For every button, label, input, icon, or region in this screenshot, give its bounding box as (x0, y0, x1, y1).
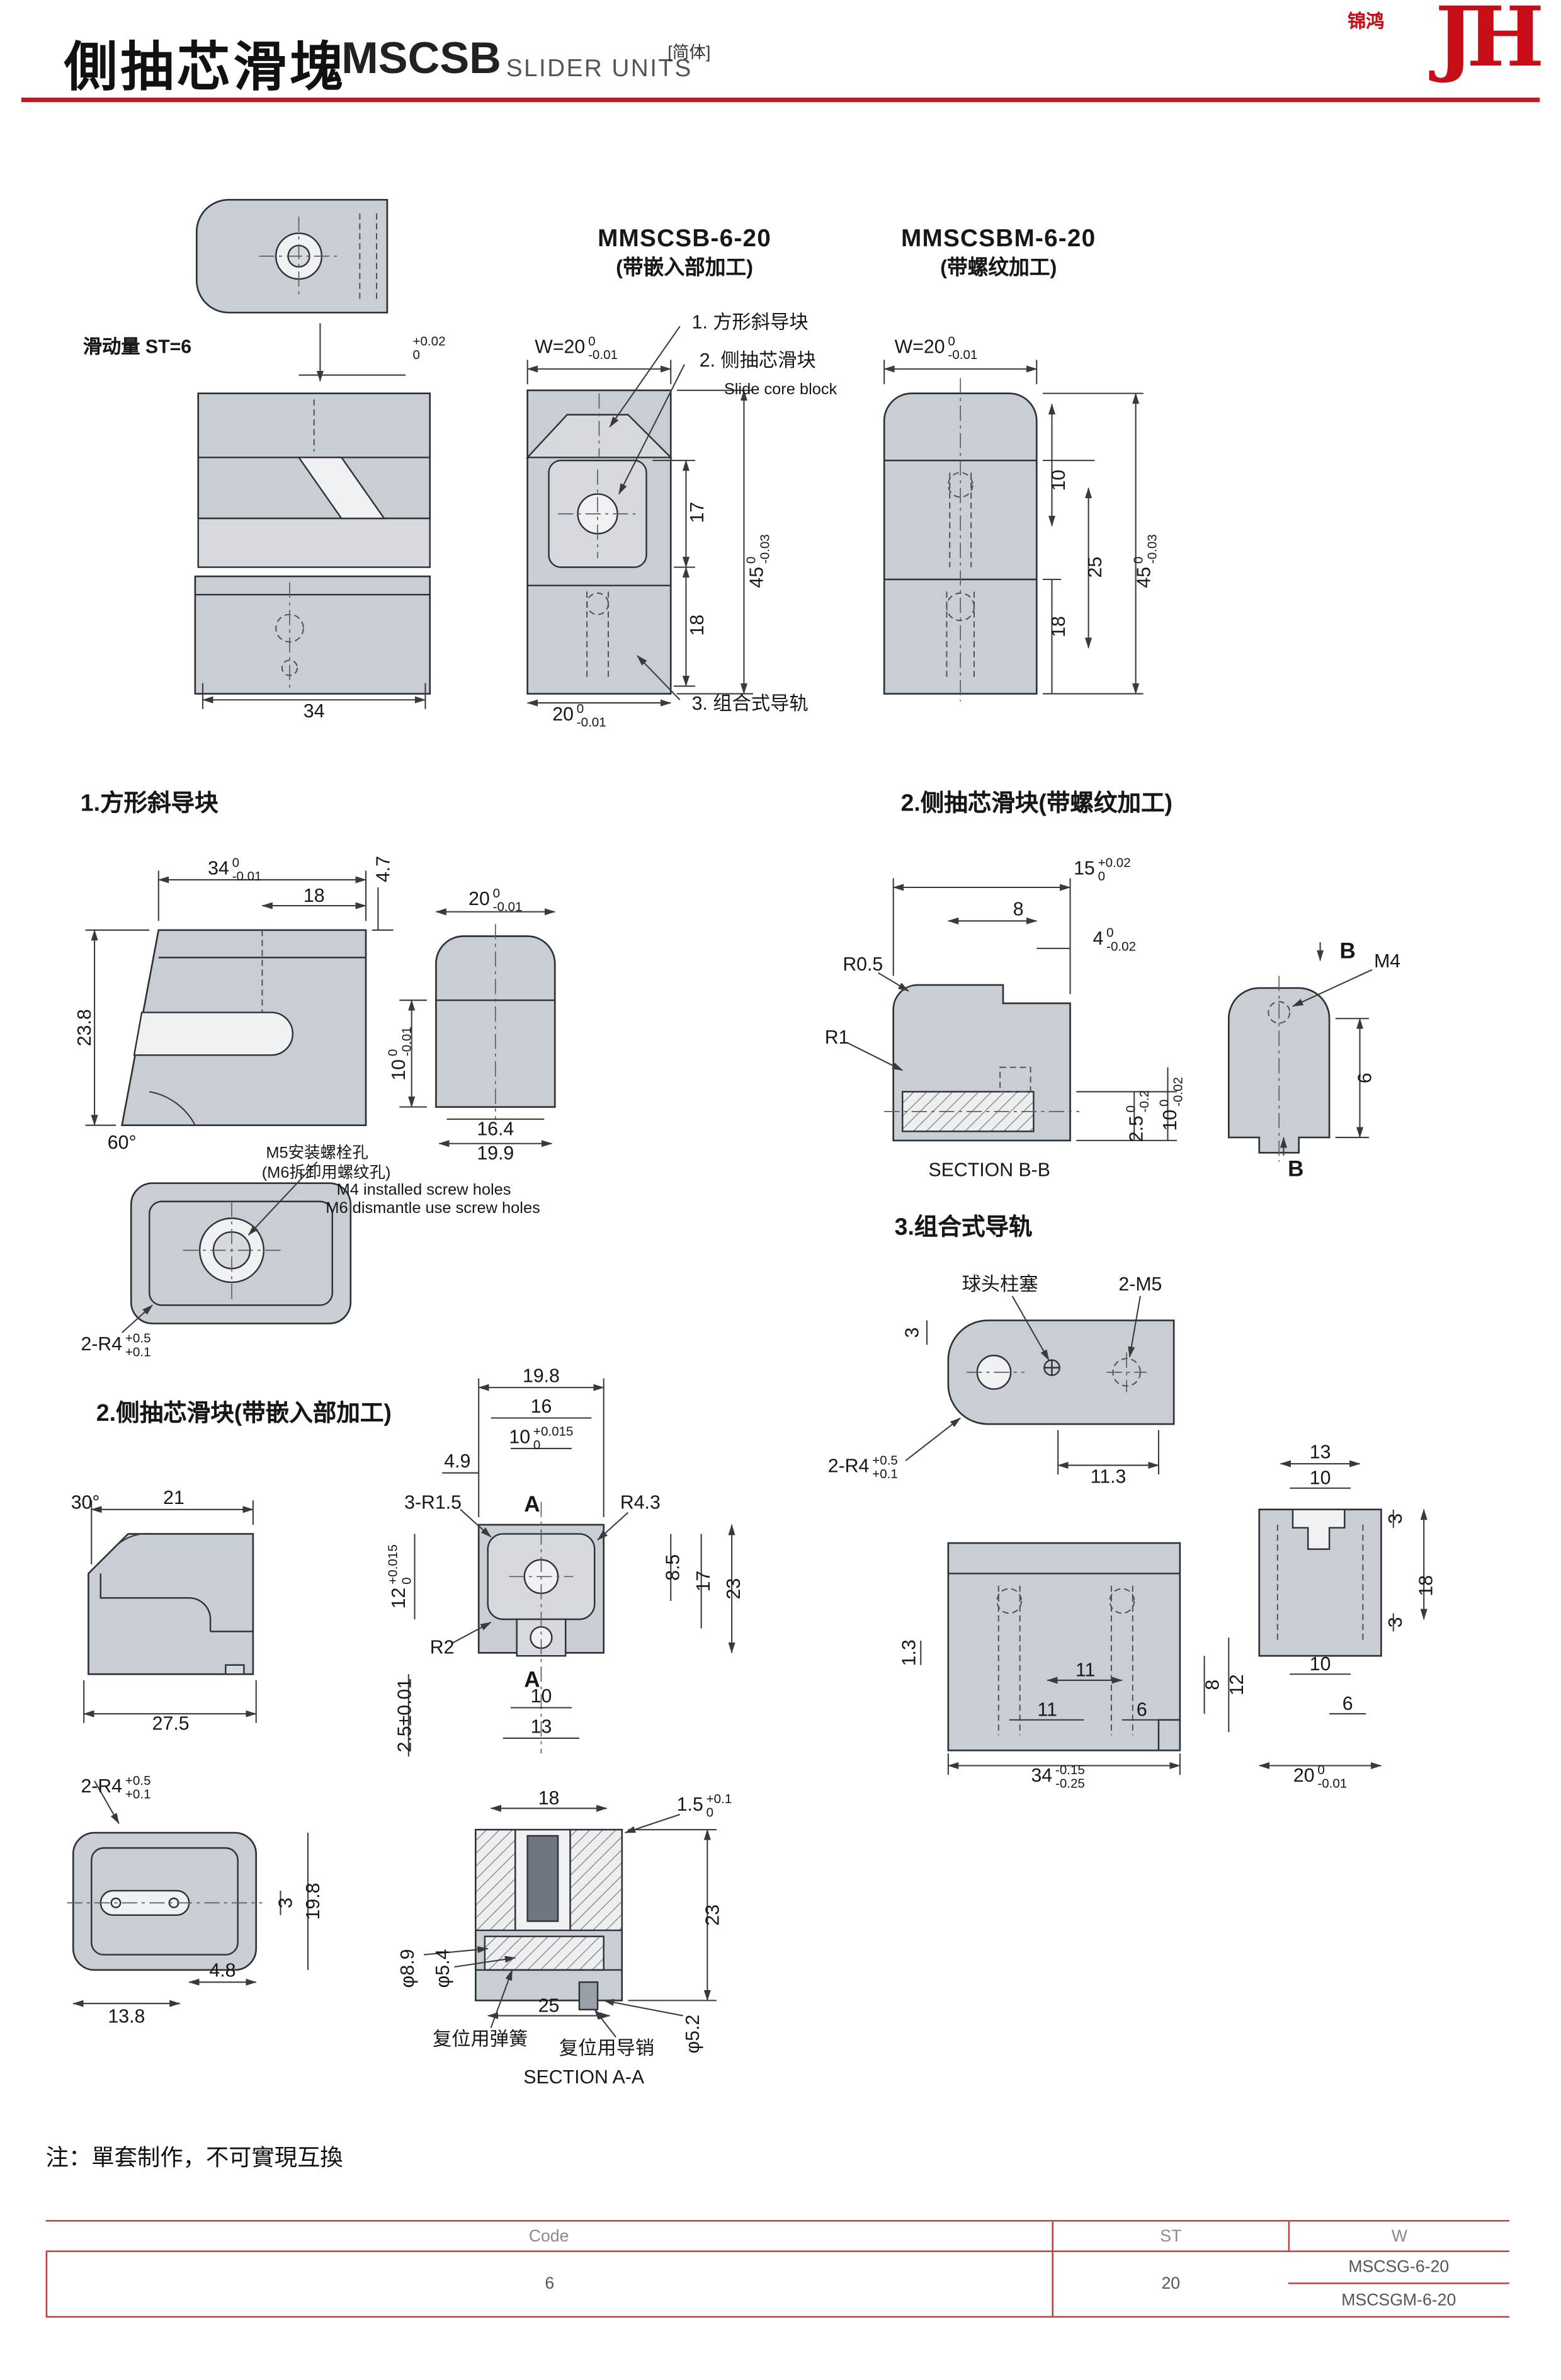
view-topleft-front (197, 323, 431, 568)
view-topleft-bottom (194, 575, 431, 709)
table-header-st: ST (1052, 2221, 1288, 2252)
table-cell-code-1: MSCSG-6-20 (1288, 2252, 1509, 2284)
jh-logo: 锦鸿 JH (1348, 0, 1544, 94)
view-topleft-top (195, 198, 389, 314)
view-sq-wedge-front (85, 870, 394, 1127)
table-cell-st-value: 6 (45, 2252, 1052, 2316)
footer-note: 注：單套制作，不可實現互換 (45, 2145, 343, 2172)
lang-tag: [简体] (667, 44, 711, 63)
spec-table: Code ST W MSCSG-6-20 6 20 MSCSGM-6-20 (45, 2219, 1509, 2318)
view-insert-plate (67, 1780, 309, 2007)
view-slideblock-threaded (847, 878, 1178, 1142)
view-mmscsb (525, 326, 753, 707)
view-rail-front (920, 1542, 1230, 1775)
table-header-w: W (1288, 2221, 1509, 2252)
table-cell-w-value: 20 (1052, 2252, 1288, 2316)
view-rail-plan (905, 1295, 1175, 1475)
view-slideblock-threaded-sectionB (1227, 942, 1373, 1162)
view-insert-sectionAA (423, 1804, 717, 2038)
jh-logo-cn-text: 锦鸿 (1348, 10, 1385, 32)
page-subtitle: SLIDER UNITS (506, 56, 693, 83)
table-header-code: Code (45, 2221, 1052, 2252)
table-cell-code-2: MSCSGM-6-20 (1341, 2291, 1456, 2309)
page-title-cn: 側抽芯滑塊 (64, 38, 346, 98)
view-insert-front (407, 1378, 735, 1757)
view-insert-side (83, 1500, 257, 1723)
page-title-model: MSCSB (341, 35, 501, 84)
view-sq-wedge-side (399, 908, 556, 1147)
view-rail-side (1258, 1460, 1428, 1770)
header-rule (21, 97, 1540, 103)
view-mmscsbm (883, 360, 1144, 702)
view-sq-wedge-plan (121, 1161, 352, 1333)
jh-logo-mark: JH (1435, 0, 1544, 86)
